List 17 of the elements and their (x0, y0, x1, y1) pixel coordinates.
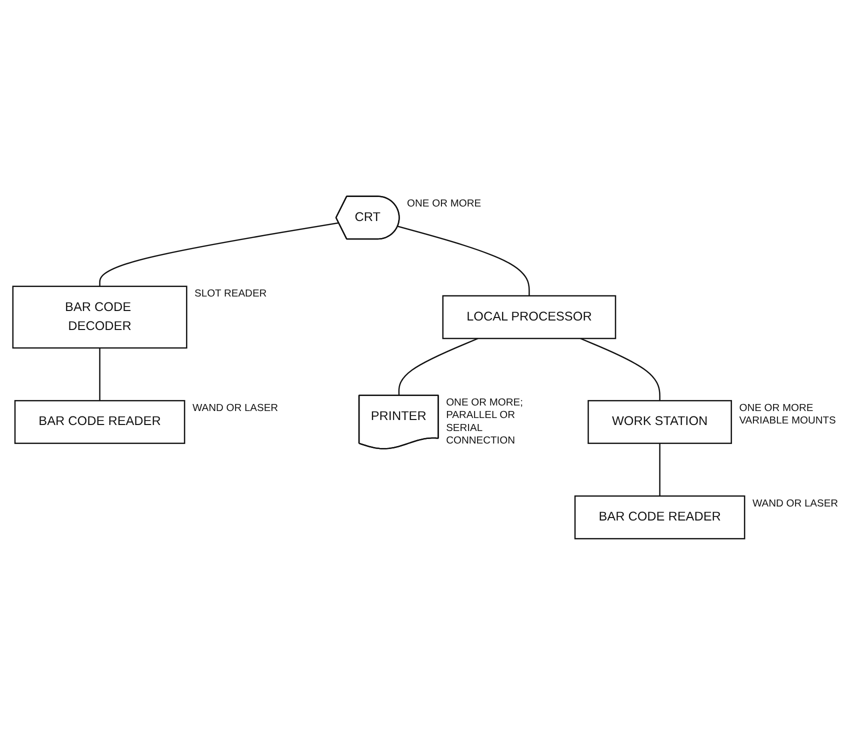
connector (398, 226, 530, 296)
note-text: SLOT READER (194, 288, 267, 300)
connector (99, 348, 100, 401)
node-box: WORK STATION (588, 400, 732, 444)
connector (398, 338, 478, 396)
note-text: WAND OR LASER (752, 498, 838, 510)
note-text: ONE OR MORE (407, 198, 482, 210)
connector (659, 443, 660, 496)
connector (580, 338, 660, 401)
note-text: ONE OR MORE VARIABLE MOUNTS (739, 402, 836, 427)
node-box: LOCAL PROCESSOR (442, 295, 616, 340)
connector (99, 222, 339, 286)
node-box: BAR CODE READER (574, 495, 746, 540)
note-text: WAND OR LASER (192, 402, 278, 414)
note-text: ONE OR MORE; PARALLEL OR SERIAL CONNECTION (446, 398, 523, 447)
node-box: BAR CODE READER (14, 400, 186, 444)
node-box: BAR CODE DECODER (12, 286, 188, 349)
